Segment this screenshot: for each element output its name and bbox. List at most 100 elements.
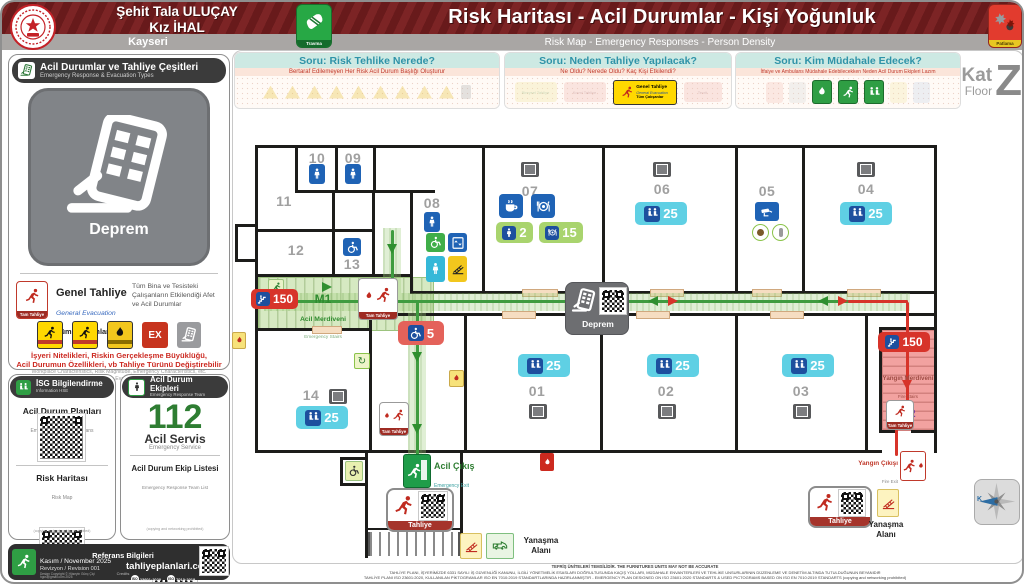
question-box-who-responds: Soru: Kim Müdahale Edecek? İtfaiye ve Am… [735,52,961,109]
room-06-occupancy-badge: 25 [635,202,687,225]
compass-rose: K [974,479,1020,525]
hse-info-header: İSG Bilgilendirme Information HSE [10,376,114,398]
full-evacuation-sign-m1: Tam Tahliye [358,278,398,320]
school-name-line2: Kız İHAL [149,19,205,35]
question-3-title: Soru: Kim Müdahale Edecek? [736,53,960,68]
wall [340,483,367,486]
wall [879,430,895,433]
wall [802,145,805,294]
wall [464,313,467,453]
hazard-triangle-icon [439,85,454,99]
wall [255,229,375,232]
earthquake-card: Deprem [28,88,210,266]
room-number-06: 06 [653,181,671,197]
city-strip: Kayseri [2,34,294,50]
room-number-02: 02 [657,383,675,399]
coffee-room-icon [499,194,523,218]
room-sign-icon [658,404,676,419]
general-evacuation-line1: Genel Tahliye [636,85,668,90]
ministry-of-education-logo [9,3,57,51]
types-header-tr: Acil Durumlar ve Tahliye Çeşitleri [40,61,199,73]
evacuation-path [416,302,419,457]
general-evacuation-line2: General Evacuation [636,90,668,95]
door [522,289,558,297]
general-evacuation-desc: Tüm Bina ve Tesisteki Çalışanların Etkil… [132,283,215,308]
question-3-icon-row [736,76,960,108]
team-header-en: Emergency Response Team [150,392,206,398]
door [770,311,804,319]
wall [340,457,343,486]
evacuation-arrow-right [322,282,332,292]
disclaimer: TEFRİŞ ÜNİTELERİ TEMSİLİDİR. THE FURNITU… [363,564,907,581]
fire-escape-path [895,420,898,456]
partial-evacuation-mini-icon [72,321,98,349]
wall [332,190,335,277]
iso-7010-badge: ISO 7010:2019 [167,575,196,582]
wall [365,450,368,558]
school-name-line1: Şehit Tala ULUÇAY [116,4,238,19]
header-band [2,2,1022,34]
fire-arrow-right [838,296,848,306]
question-2-icon-row: Bireysel Tahliye Kısmi Tahliye Genel Tah… [505,76,731,108]
hazard-triangle-icon [329,85,344,99]
extinguishing-team-icon [812,80,832,104]
floor-label-en: Floor [964,83,993,98]
room-number-14: 14 [302,387,320,403]
room-number-12: 12 [287,242,305,258]
room-number-04: 04 [857,181,875,197]
floor-label-tr: Kat [961,64,993,86]
fire-truck-icon [460,533,482,559]
isolation-icon: Tecrit [683,82,722,102]
emergency-service-tr: Acil Servis [144,432,206,446]
question-box-why-evacuate: Soru: Neden Tahliye Yapılacak? Ne Oldu? … [504,52,732,109]
room-02-occupancy-badge: 25 [647,354,699,377]
room-sign-icon [529,404,547,419]
door [502,311,536,319]
evacuation-warning-en: Workplace Characteristics, Risk Magnitud… [31,369,207,382]
cctv-icon [755,202,779,221]
wc-female-icon [345,164,361,184]
door [752,289,782,297]
hazard-triangle-icon [285,85,300,99]
divider [20,273,218,274]
evacuation-type-icon-row: EX [16,321,222,349]
fire-truck-icon [877,489,899,517]
wall [600,313,603,453]
evacuation-warning-tr: İşyeri Nitelikleri, Riskin Gerçekleşme B… [16,351,222,370]
approach-area-label: Yanaşma Alanı [523,536,559,555]
room-sign-icon [793,404,811,419]
credits-panel: Referans Bilgileri Credits Kasım / Novem… [8,544,230,582]
room-07-meal-count-badge: 15 [539,222,583,243]
evacuation-path [391,230,394,302]
team-list-title: Acil Durum Ekip Listesi Emergency Respon… [131,464,219,490]
evacuation-plan-mini-icon [18,62,35,79]
earthquake-building-icon [571,288,596,312]
elevator-icon [448,233,467,252]
question-box-risk: Soru: Risk Tehlike Nerede? Bertaraf Edil… [234,52,500,109]
wall [482,145,485,294]
room-sign-icon [653,162,671,177]
individual-evacuation-icon: Bireysel Tahliye [514,82,557,102]
evacuation-arrow-down [412,424,422,434]
credits-date-block: Kasım / November 2025 Revizyon / Revisio… [40,558,124,580]
door [847,289,881,297]
divider [16,465,108,466]
hazard-triangle-icon [263,85,278,99]
hazard-triangle-icon [307,85,322,99]
room-03-occupancy-badge: 25 [782,354,834,377]
evacuation-arrow-down [387,244,397,254]
emergency-types-header: Acil Durumlar ve Tahliye Çeşitleri Emerg… [12,58,226,83]
emergency-number: 112 [147,398,203,436]
wall [735,313,738,453]
credits-email: hgcs@gmail.com 2025 [40,575,73,580]
hse-header-en: Information HSE [36,387,69,393]
evacuation-qr-sign-g1: Tahliye [386,488,454,532]
earthquake-sign-label: Deprem [582,319,614,329]
wall [879,327,882,433]
types-header-en: Emergency Response & Evacuation Types [40,72,154,79]
credits-site-block: tahliyeplanlari.com ISO 23601:2020 ISO 7… [126,556,212,582]
m2-capacity-badge: 150 [878,332,930,352]
fire-arrow-right [668,296,678,306]
wc-accessible-icon [343,238,361,256]
wall [735,145,738,294]
